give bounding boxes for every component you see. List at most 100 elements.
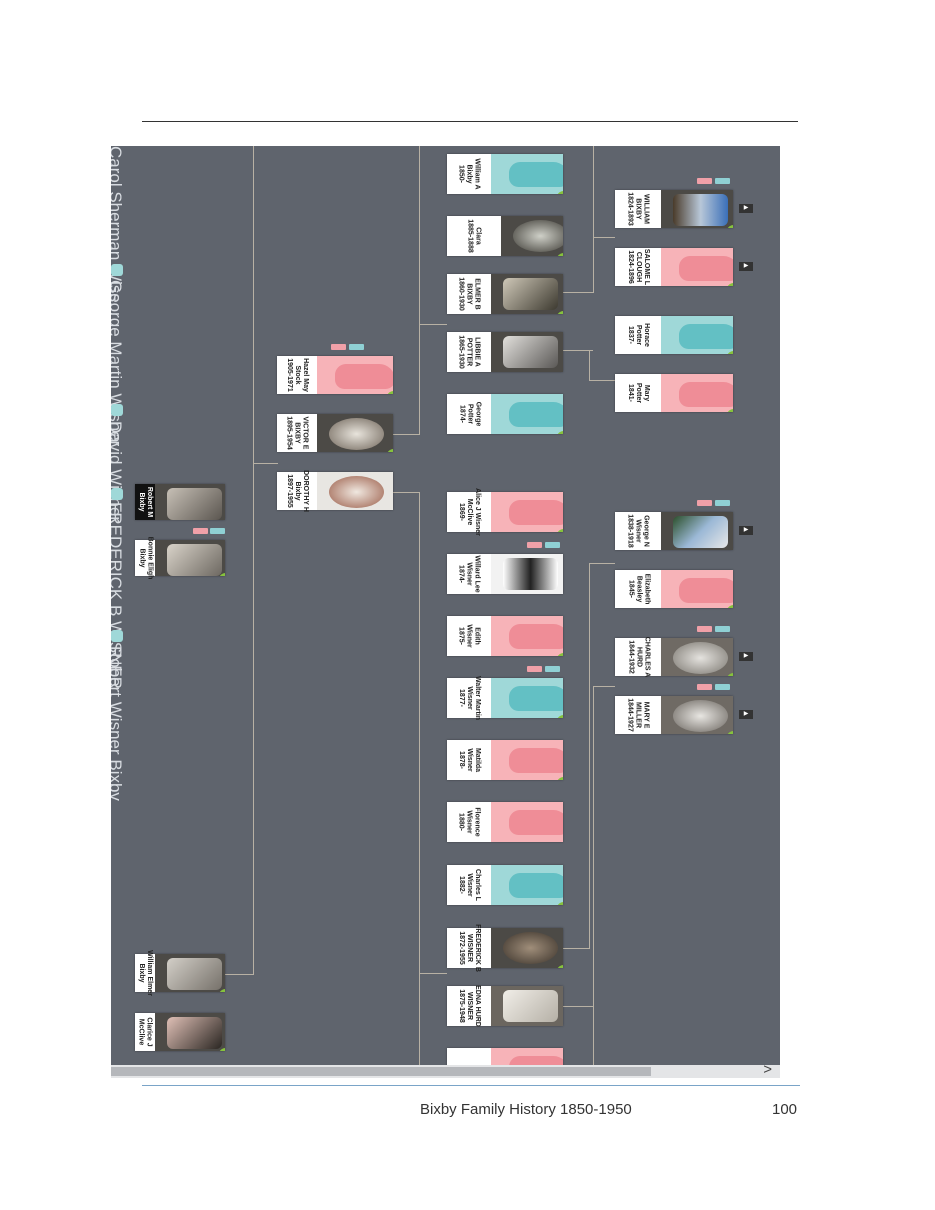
leaf-icon (556, 902, 563, 905)
person-silhouette-icon (509, 686, 563, 711)
page-number: 100 (772, 1101, 798, 1118)
person-card-salome[interactable]: SALOME L CLOUGH 1824-1896 ▶ (615, 248, 753, 286)
person-name: ELMER B BIXBY 1860-1930 (457, 277, 481, 311)
person-card-edith[interactable]: Edith Wisner 1875- (447, 616, 563, 656)
person-name: LIBBIE A POTTER 1865-1930 (457, 335, 481, 369)
person-photo (501, 216, 563, 256)
tree-connector (224, 974, 254, 975)
person-card-mary-e[interactable]: MARY E MILLER 1844-1927 ▶ (615, 684, 753, 734)
person-card-george-potter[interactable]: George Potter 1874- (447, 394, 563, 434)
person-card-clara[interactable]: Clara 1885-1888 (447, 216, 563, 256)
person-photo (317, 472, 393, 510)
leaf-icon (218, 1048, 225, 1051)
person-card-alice[interactable]: Alice J Wisner McClive 1869- (447, 488, 563, 536)
leaf-icon (726, 673, 733, 676)
person-name: Robert M Bixby (138, 486, 153, 518)
person-card-charles-l[interactable]: Charles L Wisner 1882- (447, 865, 563, 905)
leaf-icon (556, 965, 563, 968)
leaf-icon (556, 253, 563, 256)
sidebar-name[interactable]: Robert Wisner Bixby (111, 646, 125, 801)
male-tag (545, 542, 560, 548)
expand-arrow-icon[interactable]: ▶ (739, 204, 753, 213)
tree-connector (589, 563, 615, 564)
person-photo (491, 740, 563, 780)
person-card-george-n[interactable]: George N Wisner 1838-1918 ▶ (615, 500, 753, 550)
person-name: WILLIAM BIXBY 1824-1893 (626, 192, 650, 226)
leaf-icon (726, 605, 733, 608)
tree-connector (589, 350, 590, 380)
person-card-elmer[interactable]: ELMER B BIXBY 1860-1930 (447, 274, 563, 314)
horizontal-scrollbar[interactable]: > (111, 1061, 780, 1078)
person-card-frederick[interactable]: FREDERICK B WISNER 1872-1955 (447, 924, 563, 972)
person-card-william-a[interactable]: William A Bixby 1850- (447, 154, 563, 194)
footer-rule (142, 1085, 800, 1086)
expand-arrow-icon[interactable]: ▶ (739, 262, 753, 271)
expand-arrow-icon[interactable]: ▶ (739, 652, 753, 661)
person-photo (317, 414, 393, 452)
tree-connector (593, 237, 615, 238)
leaf-icon (726, 409, 733, 412)
person-card-robert[interactable]: Robert M Bixby (135, 484, 225, 520)
scroll-right-icon[interactable]: > (763, 1061, 772, 1078)
person-photo (661, 316, 733, 354)
person-card-willard[interactable]: Willard Lee Wisner 1874- (447, 542, 563, 594)
person-card-william-bixby[interactable]: WILLIAM BIXBY 1824-1893 ▶ (615, 178, 753, 228)
scroll-thumb[interactable] (111, 1067, 651, 1076)
male-tag (715, 684, 730, 690)
person-card-elizabeth[interactable]: Elizabeth Beasley 1845- (615, 570, 733, 608)
person-silhouette-icon (679, 578, 733, 603)
tree-connector (589, 563, 590, 948)
person-silhouette-icon (335, 364, 393, 389)
person-card-dorothy[interactable]: DOROTHY H Bixby 1897-1955 (277, 470, 393, 512)
person-name: Florence Wisner 1880- (458, 807, 481, 837)
person-photo (491, 274, 563, 314)
leaf-icon (218, 989, 225, 992)
person-card-horace[interactable]: Horace Potter 1837- (615, 316, 733, 354)
person-card-partial[interactable] (447, 1048, 563, 1065)
person-name: Walter Martin Wisner 1877- (458, 675, 482, 721)
expand-arrow-icon[interactable]: ▶ (739, 526, 753, 535)
person-name: William A Bixby 1850- (458, 158, 481, 190)
person-photo (661, 570, 733, 608)
leaf-icon (556, 529, 563, 532)
tree-connector (419, 146, 420, 434)
person-name: Charles L Wisner 1882- (458, 869, 481, 901)
person-name: Clarice J McClive (138, 1017, 153, 1047)
leaf-icon (556, 191, 563, 194)
person-silhouette-icon (679, 324, 733, 349)
person-card-victor[interactable]: VICTOR E BIXBY 1895-1954 (277, 414, 393, 452)
leaf-icon (726, 731, 733, 734)
male-tag (715, 178, 730, 184)
person-name: CHARLES A HURD 1844-1932 (626, 636, 650, 678)
header-rule (142, 121, 798, 122)
person-card-edna[interactable]: EDNA HURD WISNER 1875-1948 (447, 985, 563, 1027)
expand-arrow-icon[interactable]: ▶ (739, 710, 753, 719)
leaf-icon (556, 777, 563, 780)
person-silhouette-icon (509, 500, 563, 525)
person-card-hazel[interactable]: Hazel May Stock 1905-1971 (277, 344, 393, 394)
person-card-william-elmer[interactable]: William Elmer Bixby (135, 950, 225, 996)
person-card-walter[interactable]: Walter Martin Wisner 1877- (447, 666, 563, 721)
female-tag (697, 684, 712, 690)
person-card-mary-potter[interactable]: Mary Potter 1841- (615, 374, 733, 412)
person-photo (491, 865, 563, 905)
tree-connector (393, 434, 420, 435)
person-name: Alice J Wisner McClive 1869- (458, 488, 482, 536)
leaf-icon (726, 225, 733, 228)
person-card-libbie[interactable]: LIBBIE A POTTER 1865-1930 (447, 332, 563, 372)
person-card-clarice[interactable]: Clarice J McClive (135, 1013, 225, 1051)
tree-connector (393, 492, 420, 493)
person-name: Willard Lee Wisner 1874- (458, 555, 481, 593)
person-card-bonnie[interactable]: Bonnie Eligh Bixby (135, 528, 225, 579)
tree-connector (253, 463, 278, 464)
leaf-icon (386, 391, 393, 394)
family-tree-viewer[interactable]: Carol Sherman Wiss... George Martin Wisn… (111, 146, 780, 1065)
person-card-florence[interactable]: Florence Wisner 1880- (447, 802, 563, 842)
person-icon (111, 264, 123, 276)
person-card-charles-a[interactable]: CHARLES A HURD 1844-1932 ▶ (615, 626, 753, 678)
leaf-icon (218, 573, 225, 576)
person-card-matilda[interactable]: Matilda Wisner 1878- (447, 740, 563, 780)
male-tag (349, 344, 364, 350)
person-silhouette-icon (509, 402, 563, 427)
female-tag (527, 542, 542, 548)
